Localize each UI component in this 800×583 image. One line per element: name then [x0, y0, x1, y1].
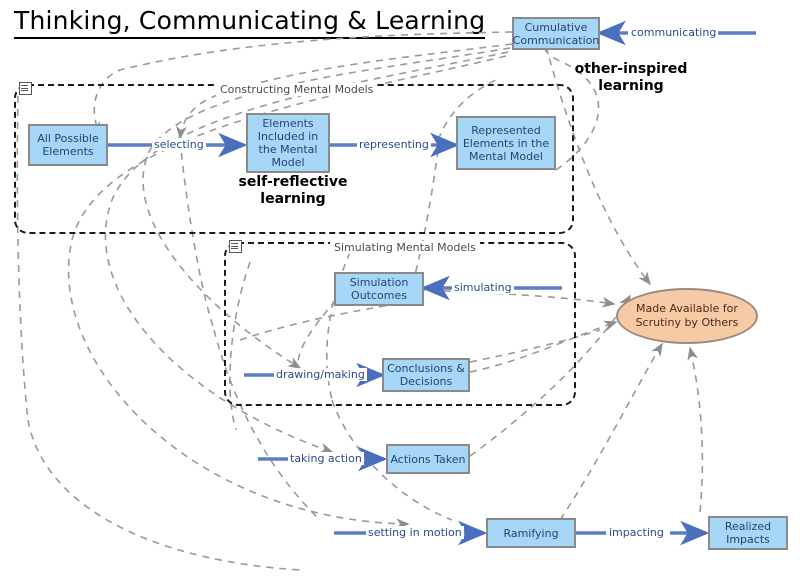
edge-label-representing: representing — [357, 138, 431, 151]
node-represented-elements-in-the-mental-model[interactable]: Represented Elements in the Mental Model — [456, 116, 556, 170]
edge-label-simulating: simulating — [452, 281, 514, 294]
frame-label-simulating: Simulating Mental Models — [330, 241, 480, 254]
edge-label-drawing-making: drawing/making — [274, 368, 367, 381]
node-simulation-outcomes[interactable]: Simulation Outcomes — [334, 272, 424, 306]
node-elements-included-in-the-mental-model[interactable]: Elements Included in the Mental Model — [246, 113, 330, 173]
frame-label-constructing: Constructing Mental Models — [216, 83, 378, 96]
annotation-self-reflective-learning: self-reflective learning — [238, 174, 348, 207]
node-all-possible-elements[interactable]: All Possible Elements — [28, 124, 108, 166]
frame-marker-icon — [19, 82, 32, 95]
node-made-available-for-scrutiny-by-others[interactable]: Made Available for Scrutiny by Others — [616, 288, 758, 344]
node-cumulative-communication[interactable]: Cumulative Communication — [512, 17, 600, 50]
node-realized-impacts[interactable]: Realized Impacts — [708, 516, 788, 550]
edge-label-communicating: communicating — [629, 26, 719, 39]
annotation-other-inspired-learning: other-inspired learning — [574, 61, 688, 94]
edge-label-setting-in-motion: setting in motion — [366, 526, 464, 539]
node-conclusions-and-decisions[interactable]: Conclusions & Decisions — [382, 358, 470, 392]
edge-label-selecting: selecting — [152, 138, 206, 151]
edge-label-taking-action: taking action — [288, 452, 364, 465]
page-title: Thinking, Communicating & Learning — [14, 6, 486, 39]
frame-marker-icon — [229, 240, 242, 253]
node-actions-taken[interactable]: Actions Taken — [386, 444, 470, 474]
edge-label-impacting: impacting — [607, 526, 666, 539]
node-ramifying[interactable]: Ramifying — [486, 518, 576, 548]
